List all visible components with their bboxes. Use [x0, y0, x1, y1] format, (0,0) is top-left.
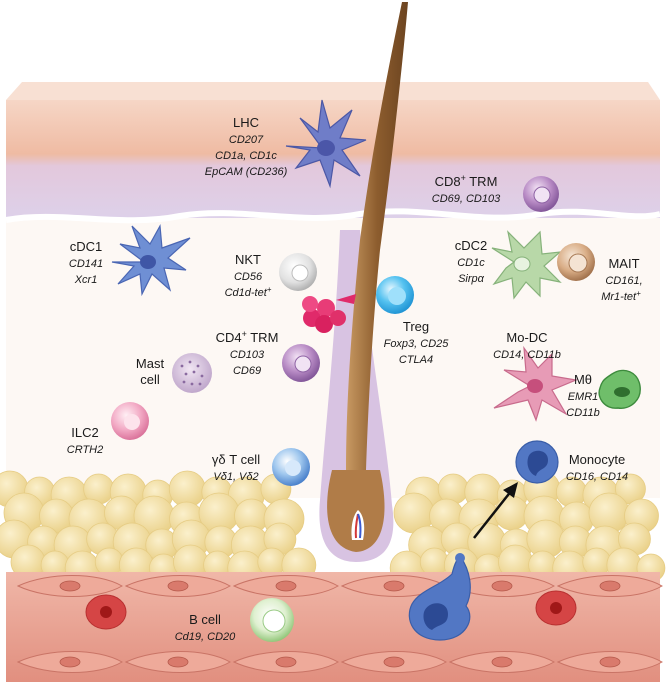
macrophage-cell-icon [598, 369, 641, 409]
endothelial-nucleus [599, 580, 621, 592]
fat-lobule [582, 547, 612, 577]
cdc1-marker: Xcr1 [74, 274, 98, 286]
cd8-trm-name: CD8+ TRM [435, 173, 498, 189]
endothelial-nucleus [59, 656, 81, 668]
nkt-cell-icon [279, 253, 317, 291]
nkt-marker: CD56 [234, 271, 263, 283]
mast-name: cell [140, 372, 160, 387]
treg-marker: CTLA4 [399, 354, 433, 366]
blood-vessel [6, 572, 663, 682]
mait-marker: CD161, [605, 275, 642, 287]
mait-name: MAIT [608, 256, 639, 271]
cdc1-name: cDC1 [70, 239, 103, 254]
treg-cell-icon [376, 276, 414, 314]
ilc2-cell-icon [111, 402, 149, 440]
macrophage-name: Mθ [574, 372, 592, 387]
mo-dc-cell-icon [493, 345, 579, 422]
gd-t-cell-icon [272, 448, 310, 486]
migration-arrow-head [503, 482, 518, 498]
subcutaneous-fat [0, 470, 666, 586]
cdc1-cell-icon [111, 224, 191, 297]
migration-arrow [473, 482, 518, 539]
lhc-name: LHC [233, 115, 259, 130]
endothelial-nucleus [491, 580, 513, 592]
red-blood-cell-icon [85, 594, 127, 630]
cd4-trm-cell-icon [282, 344, 320, 382]
mait-marker: Mr1-tet+ [601, 289, 641, 303]
cdc2-marker: Sirpα [458, 273, 485, 285]
endothelial-cells [16, 575, 663, 673]
endothelial-nucleus [59, 580, 81, 592]
endothelial-nucleus [275, 656, 297, 668]
monocyte-cell-icon [515, 440, 559, 484]
mast-name: Mast [136, 356, 165, 371]
endothelial-nucleus [167, 656, 189, 668]
fat-lobule [257, 547, 287, 577]
cdc1-marker: CD141 [69, 258, 103, 270]
fat-lobule [94, 547, 124, 577]
macrophage-marker: CD11b [566, 407, 599, 419]
epidermis-top-face [6, 82, 660, 100]
cd4-trm-marker: CD69 [233, 365, 261, 377]
migration-arrow-line [473, 489, 513, 539]
endothelial-nucleus [275, 580, 297, 592]
mast-cell-icon [172, 353, 212, 393]
lhc-marker: EpCAM (CD236) [205, 166, 288, 178]
b-cell-icon [250, 598, 294, 642]
dermis-boundary [5, 208, 661, 224]
treg-marker: Foxp3, CD25 [384, 338, 450, 350]
b-cell-name: B cell [189, 612, 221, 627]
hair-bulb [327, 470, 385, 552]
cd8-trm-cell-icon [523, 176, 559, 212]
mo-dc-marker: CD14, CD11b [493, 349, 561, 361]
endothelial-nucleus [491, 656, 513, 668]
cd8-trm-marker: CD69, CD103 [432, 193, 501, 205]
fat-lobule [419, 547, 449, 577]
cdc2-marker: CD1c [457, 257, 485, 269]
hair-shaft [346, 2, 408, 470]
nkt-marker: Cd1d-tet+ [225, 285, 272, 299]
granular-cell-icon [302, 294, 356, 333]
cell-labels: LHC CD207 CD1a, CD1c EpCAM (CD236) CD8+ … [67, 115, 643, 643]
mait-cell-icon [557, 243, 595, 281]
ilc2-marker: CRTH2 [67, 444, 103, 456]
endothelial-nucleus [167, 580, 189, 592]
lhc-cell-icon [285, 99, 367, 189]
papilla-vessel [357, 513, 362, 539]
endothelial-nucleus [599, 656, 621, 668]
cdc2-cell-icon [491, 230, 562, 300]
mo-dc-name: Mo-DC [506, 330, 547, 345]
treg-name: Treg [403, 319, 429, 334]
cd4-trm-marker: CD103 [230, 349, 265, 361]
lhc-marker: CD207 [229, 134, 264, 146]
red-blood-cell-icon [535, 590, 577, 626]
cd4-trm-name: CD4+ TRM [216, 329, 279, 345]
ilc2-name: ILC2 [71, 425, 98, 440]
gd-t-marker: Vδ1, Vδ2 [213, 471, 258, 483]
gd-t-name: γδ T cell [212, 452, 260, 467]
extravasating-monocyte-icon [408, 553, 471, 641]
cdc2-name: cDC2 [455, 238, 488, 253]
macrophage-marker: EMR1 [568, 391, 599, 403]
lhc-marker: CD1a, CD1c [215, 150, 277, 162]
endothelial-nucleus [383, 580, 405, 592]
endothelial-nucleus [383, 656, 405, 668]
b-cell-marker: Cd19, CD20 [175, 631, 236, 643]
fat-lobule [494, 495, 529, 531]
fat-lobule [168, 470, 206, 508]
monocyte-name: Monocyte [569, 452, 625, 467]
monocyte-marker: CD16, CD14 [566, 471, 628, 483]
immune-cells [85, 99, 641, 642]
nkt-name: NKT [235, 252, 261, 267]
